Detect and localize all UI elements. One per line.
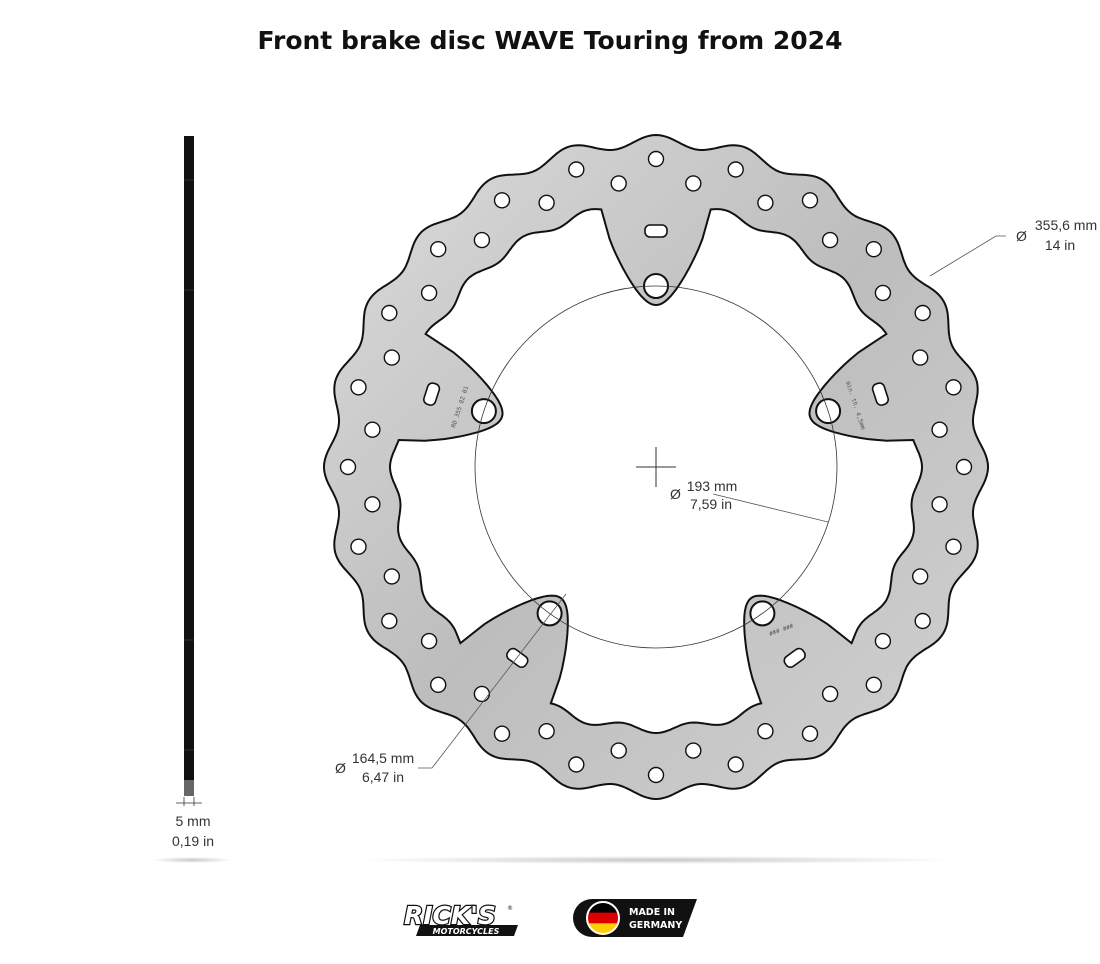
mounting-diameter-symbol: Ø [670,486,681,502]
leader-outer-diameter [929,235,1006,277]
vent-hole [912,568,929,585]
germany-flag-icon [587,902,619,934]
vent-hole [945,379,962,396]
vent-hole [538,723,555,740]
mounting-diameter-mm: 193 mm [687,478,738,494]
vent-hole [473,685,491,703]
vent-hole [874,632,892,650]
mounting-diameter-inch: 7,59 in [690,496,732,512]
thickness-label: 5 mm 0,19 in [172,813,214,849]
vent-hole [801,725,819,742]
disc-side-view [152,136,232,863]
leader-mounting-diameter [712,493,829,523]
thickness-mm: 5 mm [176,813,211,829]
ricks-logo-bar [416,925,518,936]
lug-slot [644,224,668,238]
disc-side-edge [184,780,194,796]
vent-hole [493,192,511,209]
outer-diameter-symbol: Ø [1016,228,1027,244]
vent-hole [685,742,702,759]
vent-hole [914,612,931,630]
vent-hole [430,240,447,258]
inner-diameter-label: Ø 164,5 mm 6,47 in [335,750,414,785]
vent-hole [865,240,882,258]
vent-hole [420,632,438,650]
lug-slot [871,382,890,406]
vent-hole [610,742,627,759]
vent-hole [727,756,744,773]
made-in-germany-badge: MADE IN GERMANY [573,899,697,937]
leader-inner-diameter [418,593,567,769]
vent-hole [381,612,398,630]
vent-hole [383,568,400,585]
vent-hole [610,175,627,192]
vent-hole [945,538,962,555]
vent-hole [821,685,839,703]
made-in-text: MADE IN [629,907,675,918]
vent-hole [473,231,491,249]
inner-diameter-mm: 164,5 mm [352,750,414,766]
lug-slot [783,647,806,669]
inner-diameter-symbol: Ø [335,760,346,776]
vent-hole [914,304,931,322]
vent-hole [685,175,702,192]
vent-hole [568,756,585,773]
vent-hole [931,496,948,513]
registered-mark: ® [507,905,513,912]
thickness-inch: 0,19 in [172,833,214,849]
vent-hole [339,458,357,476]
vent-holes [339,150,973,784]
page-title: Front brake disc WAVE Touring from 2024 [257,26,843,55]
outer-diameter-label: Ø 355,6 mm 14 in [1016,217,1097,253]
vent-hole [430,676,447,693]
vent-hole [757,723,774,740]
vent-hole [383,349,400,366]
vent-hole [727,161,744,178]
vent-hole [420,284,438,302]
vent-hole [931,421,948,438]
center-crosshair [636,447,676,487]
vent-hole [865,676,882,693]
outer-diameter-mm: 355,6 mm [1035,217,1097,233]
inner-diameter-inch: 6,47 in [362,769,404,785]
vent-hole [821,231,839,249]
disc-front-view [322,133,990,864]
vent-hole [955,458,973,476]
vent-hole [350,538,367,555]
vent-hole [493,725,511,742]
vent-hole [874,284,892,302]
vent-hole [568,161,585,178]
vent-hole [757,194,774,212]
vent-hole [647,150,665,168]
vent-hole [350,379,367,396]
mounting-diameter-label: Ø 193 mm 7,59 in [670,478,737,512]
disc-body [322,133,990,801]
mounting-bolt-circle [474,285,838,649]
disc-side-profile [184,136,194,796]
vent-hole [381,304,398,322]
disc-shadow [356,856,956,864]
ricks-logo-subtitle: MOTORCYCLES [433,927,500,936]
lug-slot [422,382,441,406]
vent-hole [647,766,665,784]
outer-diameter-inch: 14 in [1045,237,1075,253]
side-view-shadow [152,857,232,863]
vent-hole [801,192,819,209]
vent-hole [364,421,381,438]
vent-hole [912,349,929,366]
vent-hole [364,496,381,513]
vent-hole [538,194,555,212]
ricks-motorcycles-logo: RICK'S ® MOTORCYCLES [403,900,518,936]
germany-text: GERMANY [629,920,682,931]
